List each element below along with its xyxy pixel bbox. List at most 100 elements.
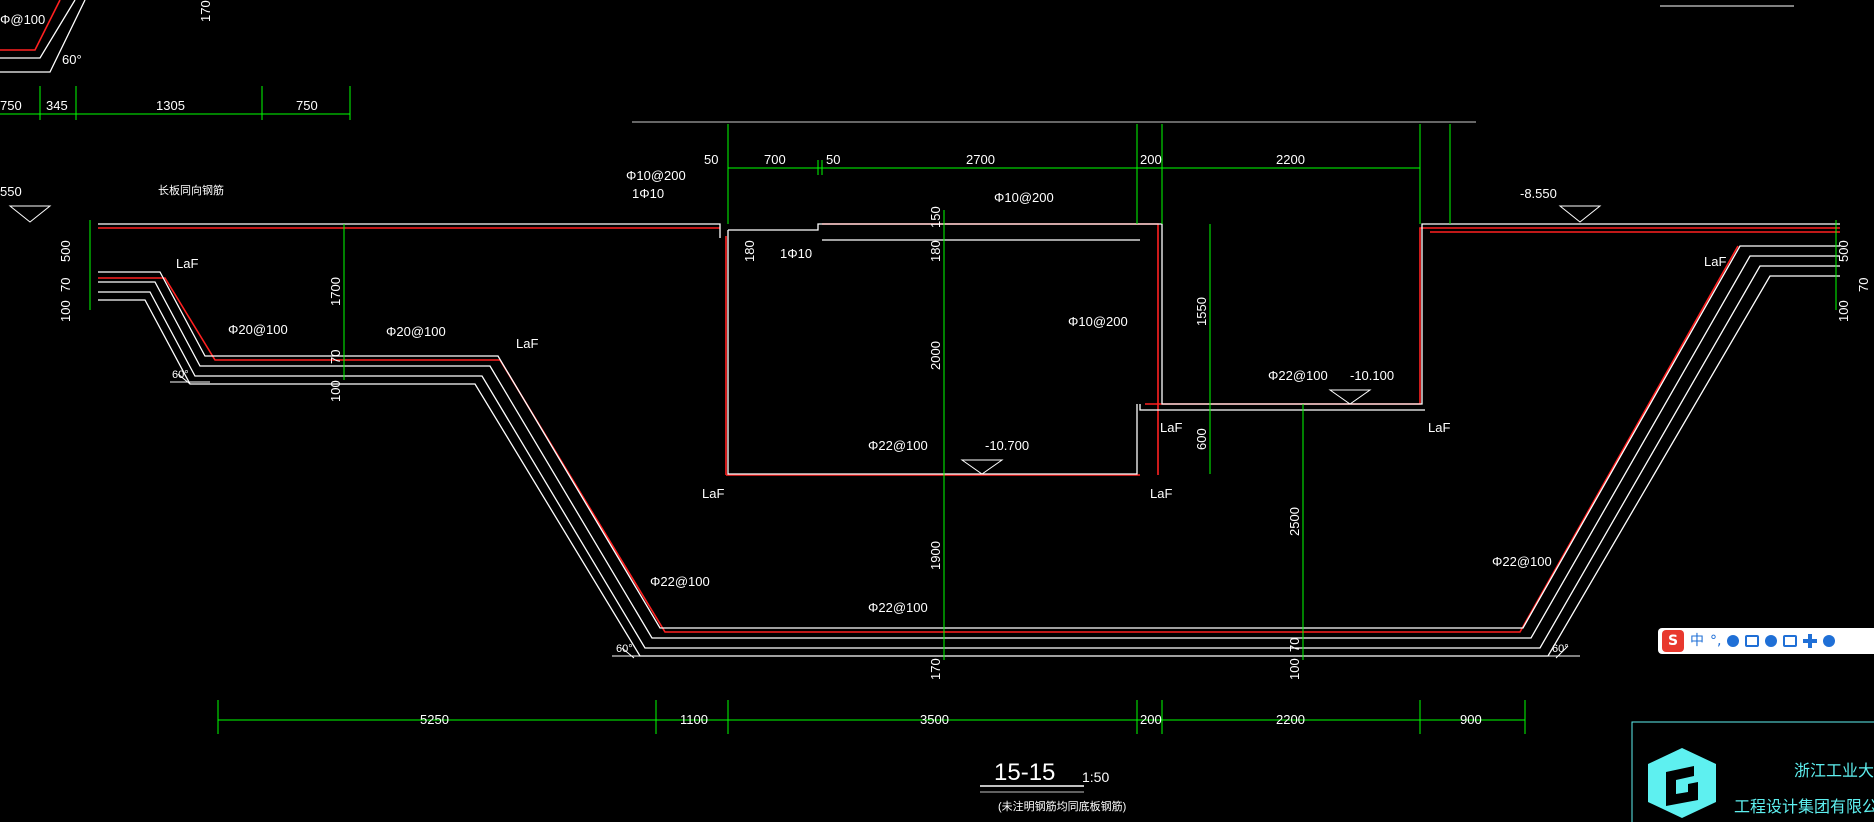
section-note: (未注明钢筋均同底板钢筋) [998,799,1126,813]
rebar-label-2: 1Φ10 [632,186,664,201]
vdim-600: 600 [1194,428,1209,450]
vdim-left-70: 70 [58,278,73,292]
left-slab-bottom-step [98,245,1840,629]
top-dim-0: 50 [704,152,718,167]
angle-mark-left [170,373,210,385]
rebar-label-4: 1Φ10 [780,246,812,261]
rebar-label-6: Φ20@100 [228,322,288,337]
vdim-1700: 1700 [328,277,343,306]
top-partial-angle: 60° [62,52,82,67]
rebar-layer [0,0,1840,633]
laf-7: LaF [1704,254,1726,269]
title-block-line2: 工程设计集团有限公司 [1734,798,1874,816]
settings-icon[interactable] [1823,635,1836,647]
angle-mark-bottom-right [1542,645,1580,659]
apps-grid-icon[interactable] [1803,634,1818,648]
vdim-1550: 1550 [1194,297,1209,326]
vdim-2000: 2000 [928,341,943,370]
top-dim-5: 2200 [1276,152,1305,167]
outer-wall-1 [98,255,1840,639]
rebar-label-8: Φ22@100 [868,438,928,453]
rebar-label-13: 长板同向钢筋 [158,183,224,197]
level-mark-right [1558,205,1602,223]
rebar-label-5: Φ10@200 [1068,314,1128,329]
emoji-icon[interactable] [1765,635,1778,647]
title-block: 浙江工业大学 工程设计集团有限公司 [1631,5,1874,822]
laf-1: LaF [176,256,198,271]
rebar-top-partial [0,0,61,51]
section-scale: 1:50 [1082,769,1109,785]
pit2-level: -10.100 [1350,368,1394,383]
vdim-180b: 180 [928,240,943,262]
angle-label-2: 60° [616,643,633,655]
top-partial-dim-2: 1305 [156,98,185,113]
vdim-right-500: 500 [1836,240,1851,262]
rebar-label-7: Φ20@100 [386,324,446,339]
vdim-1900: 1900 [928,541,943,570]
left-slab-top [98,223,721,238]
laf-5: LaF [1160,420,1182,435]
vdim-70b: 70 [328,350,343,364]
bottom-dim-2: 3500 [920,712,949,727]
vdim-right-70: 70 [1856,278,1871,292]
toolbox-icon[interactable] [1783,635,1798,647]
bottom-dim-5: 900 [1460,712,1482,727]
angle-marks [8,205,1602,659]
right-level: -8.550 [1520,186,1557,201]
ime-punct-toggle[interactable]: °, [1710,633,1722,649]
top-partial-white2 [0,0,86,73]
angle-label-1: 60° [172,369,189,381]
vdim-170: 170 [928,658,943,680]
laf-2: LaF [516,336,538,351]
ime-logo-icon[interactable]: S [1662,630,1684,652]
top-partial-dim-0: 750 [0,98,22,113]
top-partial-170: 170 [198,0,213,22]
vdim-70c: 70 [1287,638,1302,652]
vdim-2500: 2500 [1287,507,1302,536]
vdim-100b: 100 [328,380,343,402]
top-dim-3: 2700 [966,152,995,167]
top-partial-dim-1: 345 [46,98,68,113]
level-mark-pit1 [960,459,1004,475]
top-dim-1: 700 [764,152,786,167]
pit2-outline [1139,404,1425,411]
ime-toolbar[interactable]: S 中 °, [1658,628,1874,654]
title-block-line1: 浙江工业大学 [1794,762,1874,780]
ime-lang-toggle[interactable]: 中 [1690,633,1704,649]
vdim-right-100: 100 [1836,300,1851,322]
laf-4: LaF [1150,486,1172,501]
title-block-frame [1631,721,1874,822]
section-title: 15-15 [994,759,1055,786]
rebar-label-11: Φ22@100 [868,600,928,615]
rebar-label-1: Φ10@200 [626,168,686,183]
vdim-150: 150 [928,206,943,228]
rebar-label-12: Φ22@100 [1492,554,1552,569]
laf-3: LaF [702,486,724,501]
bottom-dim-1: 1100 [680,712,708,727]
left-level: 550 [0,184,22,199]
bottom-dim-3: 200 [1140,712,1162,727]
top-partial-label: Φ@100 [0,12,45,27]
laf-6: LaF [1428,420,1450,435]
keyboard-icon[interactable] [1745,635,1760,647]
outer-wall-2 [98,265,1840,649]
company-logo-icon [1648,748,1716,818]
bottom-dim-0: 5250 [420,712,449,727]
outer-wall-3 [98,275,1840,657]
top-dim-4: 200 [1140,152,1162,167]
microphone-icon[interactable] [1727,635,1740,647]
vdim-180a: 180 [742,240,757,262]
pit1-top-slab [728,223,1840,405]
rebar-label-10: Φ22@100 [650,574,710,589]
level-mark-pit2 [1328,389,1372,405]
vdim-left-100: 100 [58,300,73,322]
angle-mark-bottom-left [612,647,650,659]
bottom-dim-4: 2200 [1276,712,1305,727]
top-dim-2: 50 [826,152,840,167]
top-partial-dim-3: 750 [296,98,318,113]
level-mark-left [8,205,52,223]
vdim-left-500: 500 [58,240,73,262]
vdim-100c: 100 [1287,658,1302,680]
pit1-level: -10.700 [985,438,1029,453]
